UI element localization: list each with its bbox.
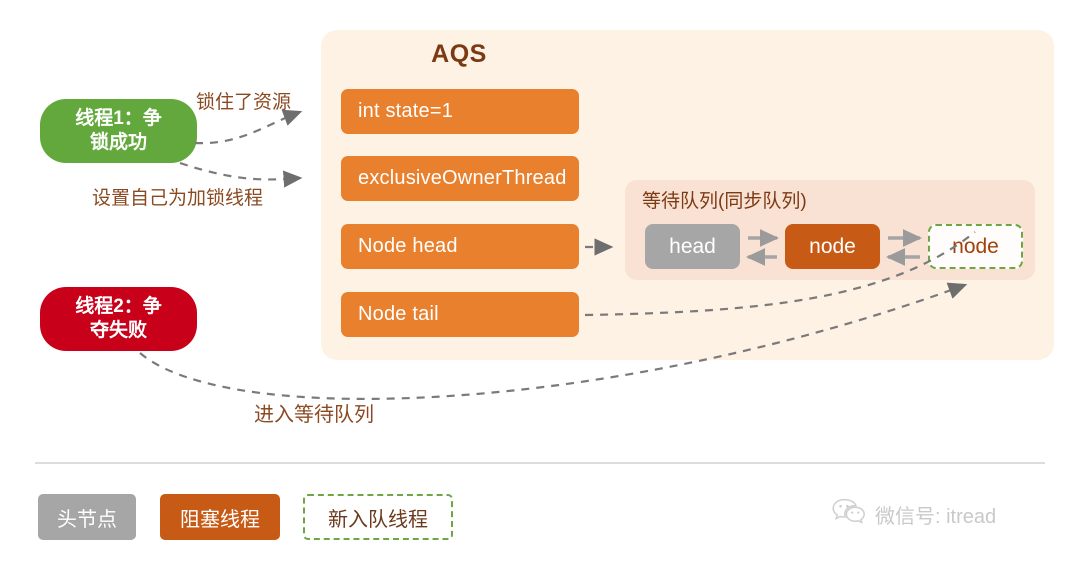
annotation-lock-resource: 锁住了资源 (196, 92, 292, 113)
thread-1-label: 线程1：争 锁成功 (75, 107, 162, 156)
annotation-set-owner-thread: 设置自己为加锁线程 (92, 188, 264, 209)
legend-new-enqueued-thread: 新入队线程 (303, 494, 453, 540)
thread-1-label-line2: 锁成功 (89, 132, 147, 153)
aqs-panel-title: AQS (431, 40, 487, 68)
thread-2-label: 线程2：争 夺失败 (75, 295, 162, 344)
legend-head-node: 头节点 (38, 494, 136, 540)
wechat-icon (832, 498, 866, 530)
thread-2-bubble: 线程2：争 夺失败 (40, 287, 197, 351)
arrow-thread1-to-state (194, 109, 303, 145)
annotation-enter-wait-queue: 进入等待队列 (254, 404, 374, 426)
wait-queue-title: 等待队列(同步队列) (642, 191, 807, 212)
section-divider (35, 462, 1045, 464)
queue-node-new: node (928, 224, 1023, 269)
thread-1-label-line1: 线程1：争 (75, 107, 162, 129)
queue-node-head: head (645, 224, 740, 269)
thread-2-label-line2: 夺失败 (89, 320, 147, 341)
watermark-text: 微信号: itread (875, 505, 997, 528)
aqs-field-node-tail: Node tail (341, 292, 579, 337)
watermark: 微信号: itread (832, 498, 996, 530)
aqs-field-exclusive-owner-thread: exclusiveOwnerThread (341, 156, 579, 201)
aqs-field-node-head: Node head (341, 224, 579, 269)
thread-2-label-line1: 线程2：争 (75, 295, 162, 317)
thread-1-bubble: 线程1：争 锁成功 (40, 99, 197, 163)
arrow-thread1-to-owner (179, 161, 303, 188)
queue-node-blocked: node (785, 224, 880, 269)
legend-blocked-thread: 阻塞线程 (160, 494, 280, 540)
aqs-field-state: int state=1 (341, 89, 579, 134)
